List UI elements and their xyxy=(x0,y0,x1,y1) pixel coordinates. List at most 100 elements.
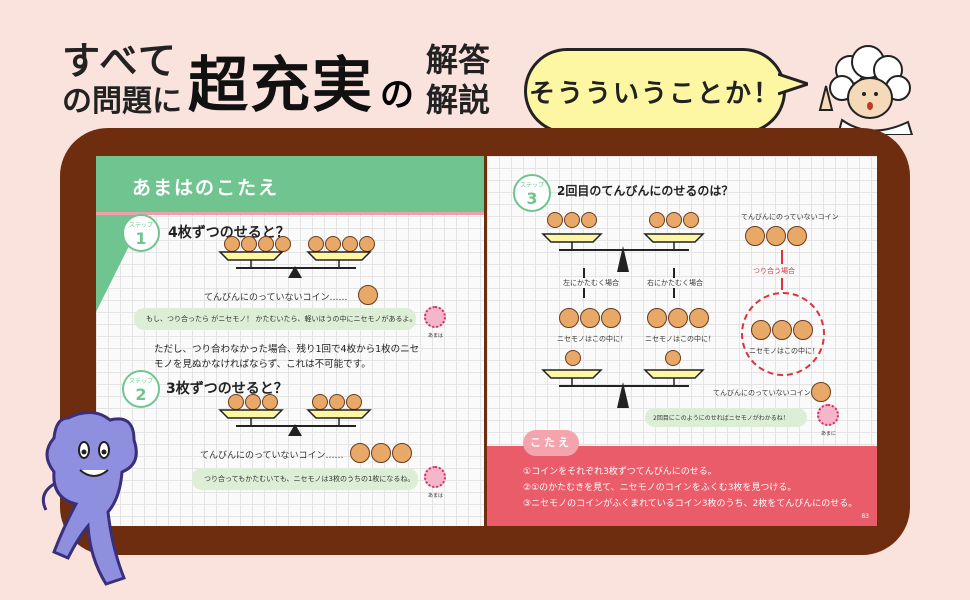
coin xyxy=(564,212,580,228)
fake-here-a: ニセモノはこの中に！ xyxy=(557,335,627,343)
explanation-text: ただし、つり合わなかった場合、残り1回で4枚から1枚のニセモノを見ぬかなければな… xyxy=(154,344,420,370)
group-left-coins xyxy=(559,308,621,328)
coin xyxy=(766,226,786,246)
remaining-coins-2 xyxy=(350,443,412,463)
left-header: あまはのこたえ xyxy=(96,156,484,212)
coin xyxy=(811,382,831,402)
not-on-scale-bottom: てんびんにのっていないコイン xyxy=(713,389,811,397)
answer-line-2: ②①のかたむきを見て、ニセモノのコインをふくむ3枚を見つける。 xyxy=(523,483,797,493)
banner-big: 超充実 xyxy=(188,50,374,121)
step1-question: 4枚ずつのせると？ xyxy=(168,225,290,241)
balance-scale-icon xyxy=(218,251,372,278)
flower-label: あまは xyxy=(428,333,444,339)
step-badge-2: ステップ 2 xyxy=(122,370,160,408)
speech-tail-icon xyxy=(778,72,808,96)
not-on-scale-top: てんびんにのっていないコイン xyxy=(741,213,839,221)
flower-label: あまに xyxy=(821,431,837,437)
group-bottom-coins xyxy=(751,320,813,340)
step-badge-number: 3 xyxy=(526,189,538,208)
balance-scale-icon xyxy=(541,369,705,408)
banner-left: すべて の問題に xyxy=(62,39,182,121)
banner-no: の xyxy=(380,75,414,115)
step-badge-label: ステップ xyxy=(519,182,544,189)
note-bubble-3: 2回目にこのようにのせればニセモノがわかるね！ xyxy=(645,408,807,427)
coin xyxy=(358,285,378,305)
flower-character-icon xyxy=(424,466,446,488)
tilt-left-label: 左にかたむく場合 xyxy=(563,278,619,288)
left-page: あまはのこたえ ステップ 1 4枚ずつのせると？ てんびんにのっていないコイン…… xyxy=(96,156,484,526)
coin xyxy=(547,212,563,228)
answer-line-3: ③ニセモノのコインがふくまれているコイン3枚のうち、2枚をてんびんにのせる。 xyxy=(523,499,858,509)
coin xyxy=(668,308,688,328)
step-badge-label: ステップ xyxy=(128,222,153,229)
flower-label: あまは xyxy=(428,493,444,499)
answer-tab: こたえ xyxy=(523,430,579,456)
not-on-scale-text-2: てんびんにのっていないコイン…… xyxy=(200,451,344,461)
second-right-pan-coins xyxy=(665,350,681,366)
coin xyxy=(666,212,682,228)
banner-right2: 解説 xyxy=(426,81,491,119)
note-bubble-1: もし、つり合ったら がニセモノ！ かたむいたら、軽いほうの中にニセモノがあるよ。 xyxy=(134,308,416,330)
coin xyxy=(601,308,621,328)
step3-question: 2回目のてんびんにのせるのは？ xyxy=(557,184,734,198)
tilt-right-label: 右にかたむく場合 xyxy=(647,278,703,288)
speech-bubble-text: そうういうことか！ xyxy=(528,78,781,109)
step-badge-number: 1 xyxy=(135,229,147,248)
coin xyxy=(683,212,699,228)
speech-bubble: そうういうことか！ xyxy=(524,48,786,134)
curly-hair-character-icon xyxy=(818,45,914,135)
coin xyxy=(649,212,665,228)
right-pan-coins-1 xyxy=(308,236,375,252)
coin xyxy=(371,443,391,463)
fake-here-b: ニセモノはこの中に！ xyxy=(645,335,715,343)
flower-character-icon xyxy=(817,404,839,426)
not-on-scale-text-1: てんびんにのっていないコイン…… xyxy=(204,293,348,303)
banner: すべて の問題に 超充実 の 解答 解説 xyxy=(62,30,490,130)
step-badge-1: ステップ 1 xyxy=(122,214,160,252)
remaining-coin-bottom xyxy=(811,382,831,402)
banner-right1: 解答 xyxy=(426,41,491,79)
flower-character-icon xyxy=(424,306,446,328)
coin xyxy=(581,212,597,228)
coin xyxy=(689,308,709,328)
balance-scale-icon xyxy=(218,409,372,436)
top-left-pan-coins xyxy=(547,212,597,228)
coin xyxy=(559,308,579,328)
answer-panel xyxy=(487,446,877,526)
header-divider xyxy=(96,212,484,215)
second-left-pan-coins xyxy=(565,350,581,366)
step2-question: 3枚ずつのせると？ xyxy=(166,381,288,397)
coin xyxy=(350,443,370,463)
coin xyxy=(647,308,667,328)
top-right-pan-coins xyxy=(649,212,699,228)
step-badge-3: ステップ 3 xyxy=(513,174,551,212)
coin xyxy=(751,320,771,340)
answer-line-1: ①コインをそれぞれ3枚ずつてんびんにのせる。 xyxy=(523,467,717,477)
step-badge-label: ステップ xyxy=(128,378,153,385)
coin xyxy=(787,226,807,246)
arrow-down-icon xyxy=(781,278,783,290)
banner-right: 解答 解説 xyxy=(426,40,490,120)
page-number: 83 xyxy=(861,513,869,520)
coin xyxy=(793,320,813,340)
remaining-coins-top xyxy=(745,226,807,246)
right-page: ステップ 3 2回目のてんびんにのせるのは？ てんびんにのっていないコイン つり… xyxy=(487,156,877,526)
coin xyxy=(580,308,600,328)
balanced-label: つり合う場合 xyxy=(753,267,795,275)
dashed-circle xyxy=(741,292,825,376)
fake-here-c: ニセモノはこの中に！ xyxy=(749,347,819,355)
coin xyxy=(745,226,765,246)
coin xyxy=(392,443,412,463)
left-pan-coins-1 xyxy=(224,236,291,252)
banner-line1: すべて xyxy=(62,39,178,83)
arrow-down-icon xyxy=(781,250,783,264)
remaining-coins-1 xyxy=(358,285,378,305)
balance-scale-icon xyxy=(541,233,705,272)
note-bubble-2: つり合ってもかたむいても、ニセモノは3枚のうちの1枚になるね。 xyxy=(192,468,418,490)
banner-line2: の問題に xyxy=(62,84,182,119)
purple-monster-icon xyxy=(41,411,138,586)
group-right-coins xyxy=(647,308,709,328)
step-badge-number: 2 xyxy=(135,385,147,404)
coin xyxy=(565,350,581,366)
coin xyxy=(772,320,792,340)
